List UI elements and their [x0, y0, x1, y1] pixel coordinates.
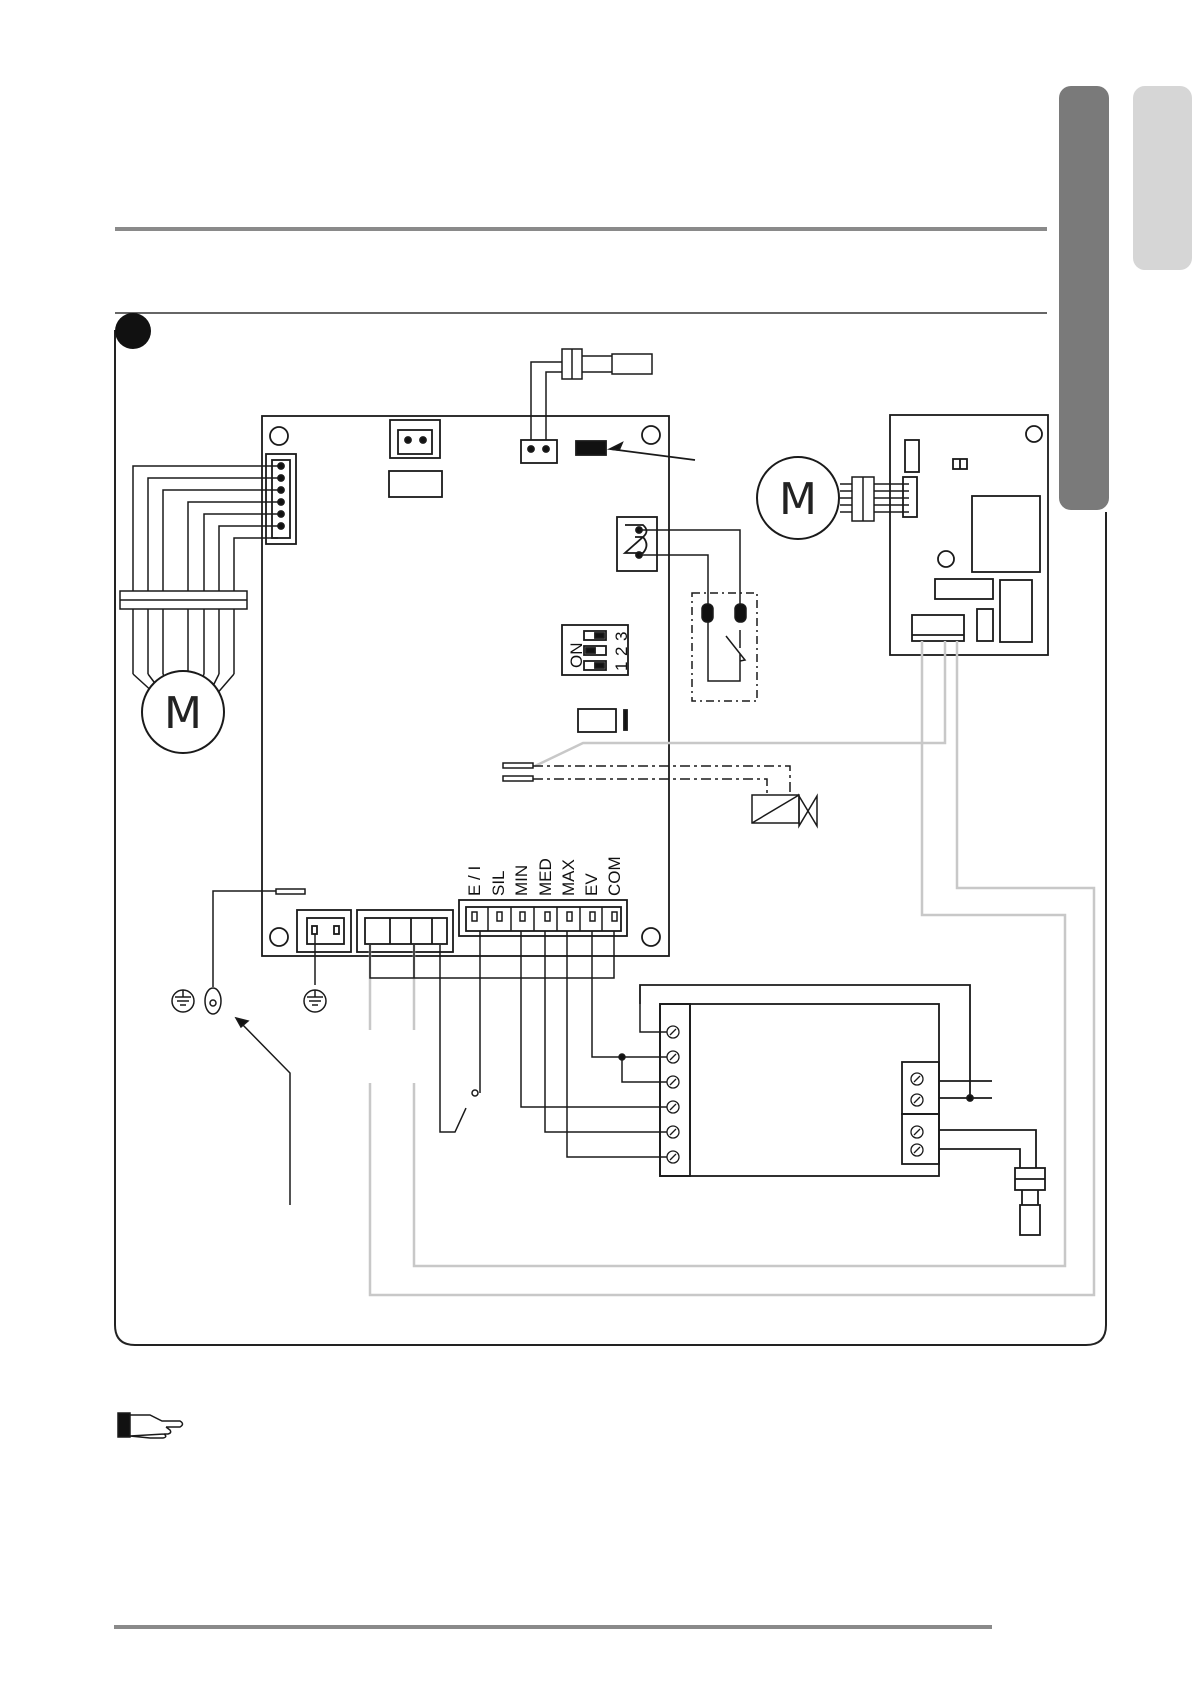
motor-label-right: M	[779, 474, 817, 525]
terminal-label-sil: SIL	[489, 870, 508, 896]
terminal-label-max: MAX	[559, 859, 578, 896]
tab-active[interactable]	[1059, 86, 1109, 510]
figure-marker	[115, 313, 151, 349]
terminal-label-com: COM	[605, 856, 624, 896]
gray-wires	[370, 641, 1094, 1295]
terminal-labels: E / I SIL MIN MED MAX EV COM	[465, 856, 624, 896]
terminal-label-e-i: E / I	[465, 866, 484, 896]
relay-icon	[639, 530, 757, 701]
right-motor-wiring	[840, 477, 909, 521]
callout-arrow	[236, 1018, 290, 1205]
control-wiring	[521, 931, 667, 1157]
ground-icon	[172, 990, 194, 1012]
dip-pos-3: 3	[612, 632, 631, 641]
ground-icon	[304, 990, 326, 1012]
valve-wiring	[503, 763, 799, 823]
temperature-sensor	[531, 349, 652, 440]
control-module-terminals	[667, 1026, 923, 1163]
terminal-strip	[472, 907, 617, 931]
terminal-label-ev: EV	[582, 873, 601, 896]
pointing-hand-icon	[118, 1413, 183, 1438]
dip-on-label: ON	[567, 643, 586, 669]
valve-icon	[799, 796, 817, 826]
terminal-label-med: MED	[536, 858, 555, 896]
left-motor-wiring	[120, 466, 278, 696]
ground-wiring	[205, 889, 614, 1132]
motor-label-left: M	[164, 688, 202, 739]
dip-pos-2: 2	[612, 647, 631, 656]
secondary-board	[890, 415, 1048, 655]
terminal-label-min: MIN	[512, 865, 531, 896]
dip-pos-1: 1	[612, 662, 631, 671]
tab-inactive[interactable]	[1133, 86, 1192, 270]
control-module	[640, 985, 1045, 1235]
